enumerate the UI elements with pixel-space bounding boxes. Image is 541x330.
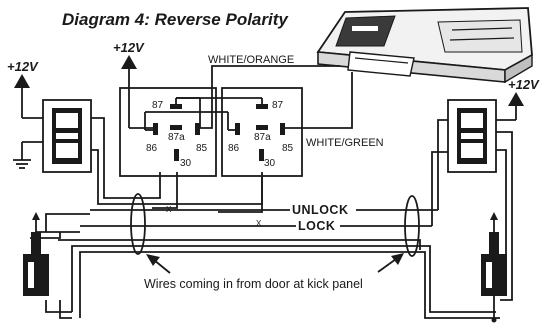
- relay-left-pin-87a: 87a: [168, 132, 185, 143]
- relay-right-pin-87: 87: [272, 100, 284, 111]
- right-power-arrow-icon: [508, 92, 524, 106]
- relay-left-pin-87: 87: [152, 100, 164, 111]
- right-power-label: +12V: [508, 77, 540, 92]
- diagram-title: Diagram 4: Reverse Polarity: [62, 10, 289, 29]
- caption: Wires coming in from door at kick panel: [144, 277, 363, 291]
- relay-power-label: +12V: [113, 40, 145, 55]
- alarm-module: [316, 7, 533, 84]
- relay-left-pin-86: 86: [146, 143, 158, 154]
- lock-label: LOCK: [298, 219, 335, 233]
- relay-right-pin-85: 85: [282, 143, 294, 154]
- left-door-actuator: [23, 212, 49, 296]
- relay-left-pin-30: 30: [180, 158, 192, 169]
- caption-arrow-left-icon: [146, 254, 171, 274]
- relay-right: [221, 87, 303, 177]
- crossing-right: X: [256, 219, 262, 228]
- relay-right-pin-86: 86: [228, 143, 240, 154]
- unlock-label: UNLOCK: [292, 203, 348, 217]
- left-grommet: [130, 193, 146, 255]
- left-power-label: +12V: [7, 59, 39, 74]
- relay-right-pin-30: 30: [264, 158, 276, 169]
- white-green-label: WHITE/GREEN: [306, 137, 384, 149]
- relay-right-pin-87a: 87a: [254, 132, 271, 143]
- right-door-actuator: [481, 212, 507, 323]
- crossing-left: X: [166, 205, 172, 214]
- caption-arrow-right-icon: [377, 253, 404, 273]
- left-power-arrow-icon: [14, 74, 30, 88]
- right-door-switch: [447, 92, 524, 173]
- relay-power-arrow-icon: [121, 55, 137, 69]
- right-grommet: [404, 195, 420, 257]
- left-door-switch: [13, 74, 92, 173]
- relay-left-pin-85: 85: [196, 143, 208, 154]
- white-orange-label: WHITE/ORANGE: [208, 54, 294, 66]
